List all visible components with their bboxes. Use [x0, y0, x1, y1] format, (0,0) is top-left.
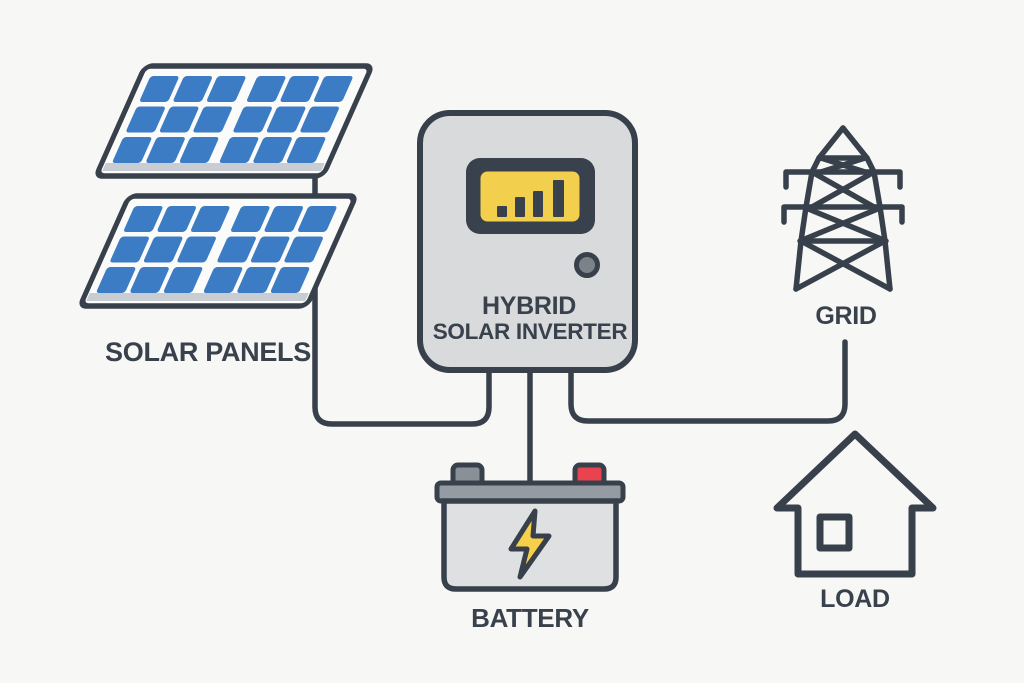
inverter-icon: HYBRID SOLAR INVERTER	[417, 110, 638, 373]
solar-panel-top	[95, 63, 373, 179]
load-label: LOAD	[820, 585, 890, 613]
house-window	[816, 513, 853, 552]
inverter-label-top: HYBRID	[482, 292, 576, 320]
inverter-label-bottom: SOLAR INVERTER	[433, 319, 628, 344]
signal-bars-icon	[466, 158, 595, 234]
grid-tower-icon	[781, 125, 905, 292]
wire-grid-to-inverter	[568, 339, 848, 424]
battery-label: BATTERY	[471, 603, 589, 633]
load-house-icon	[773, 430, 937, 578]
solar-panel-bottom	[79, 193, 357, 309]
solar-panels-label: SOLAR PANELS	[105, 337, 311, 367]
solar-panels-icon	[79, 63, 373, 309]
connection-wires	[312, 167, 848, 489]
led-indicator-icon	[574, 252, 600, 278]
lightning-bolt-icon	[508, 508, 552, 580]
wire-solar-panels-to-inverter	[312, 167, 492, 427]
grid-label: GRID	[815, 302, 876, 330]
battery-icon	[434, 462, 626, 592]
